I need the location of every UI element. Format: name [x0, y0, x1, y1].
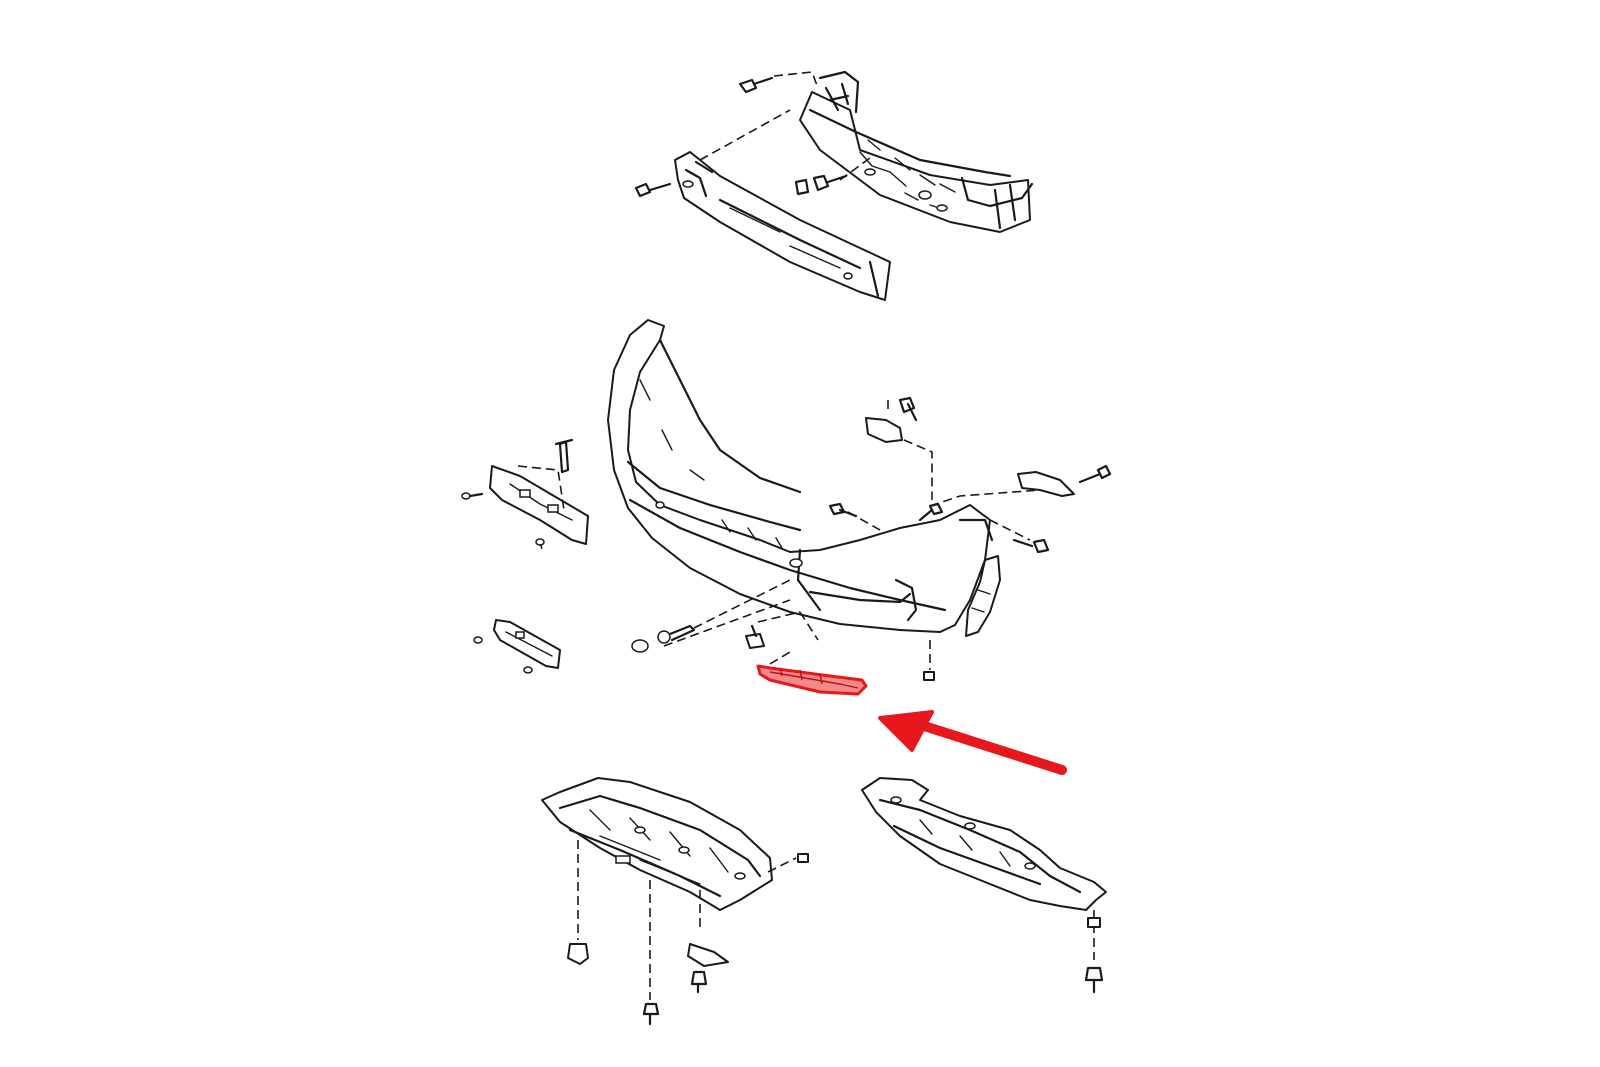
undercover-fasteners	[567, 853, 809, 1026]
side-undercover-fasteners	[1084, 917, 1104, 994]
bumper-reinforcement-beam	[799, 70, 1034, 233]
reinforcement-nut-clip	[794, 174, 848, 196]
bumper-nut-clip	[923, 671, 935, 681]
front-bumper-cover	[607, 319, 994, 633]
tow-hook	[631, 624, 696, 653]
energy-absorber-bracket	[674, 151, 891, 301]
front-bumper-lower-reflector-trim	[756, 664, 868, 696]
engine-undercover-center	[541, 777, 773, 911]
bumper-side-bracket-right	[965, 555, 1001, 637]
bumper-push-clip	[745, 624, 765, 649]
license-plate-bracket-upper	[489, 465, 589, 545]
plate-bracket-screw	[461, 492, 484, 500]
license-plate-bracket-lower	[493, 619, 561, 669]
red-arrow-pointer	[878, 710, 1067, 775]
plate-clip-lower	[523, 666, 533, 674]
headlight-side-bracket	[1017, 464, 1112, 497]
absorber-bolt	[634, 182, 672, 198]
plate-bracket-clip	[554, 438, 574, 474]
bumper-side-retainer-upper	[865, 396, 918, 443]
engine-undercover-side	[861, 777, 1107, 911]
reinforcement-bolt-left	[738, 71, 819, 94]
plate-screw-lower	[473, 636, 483, 644]
